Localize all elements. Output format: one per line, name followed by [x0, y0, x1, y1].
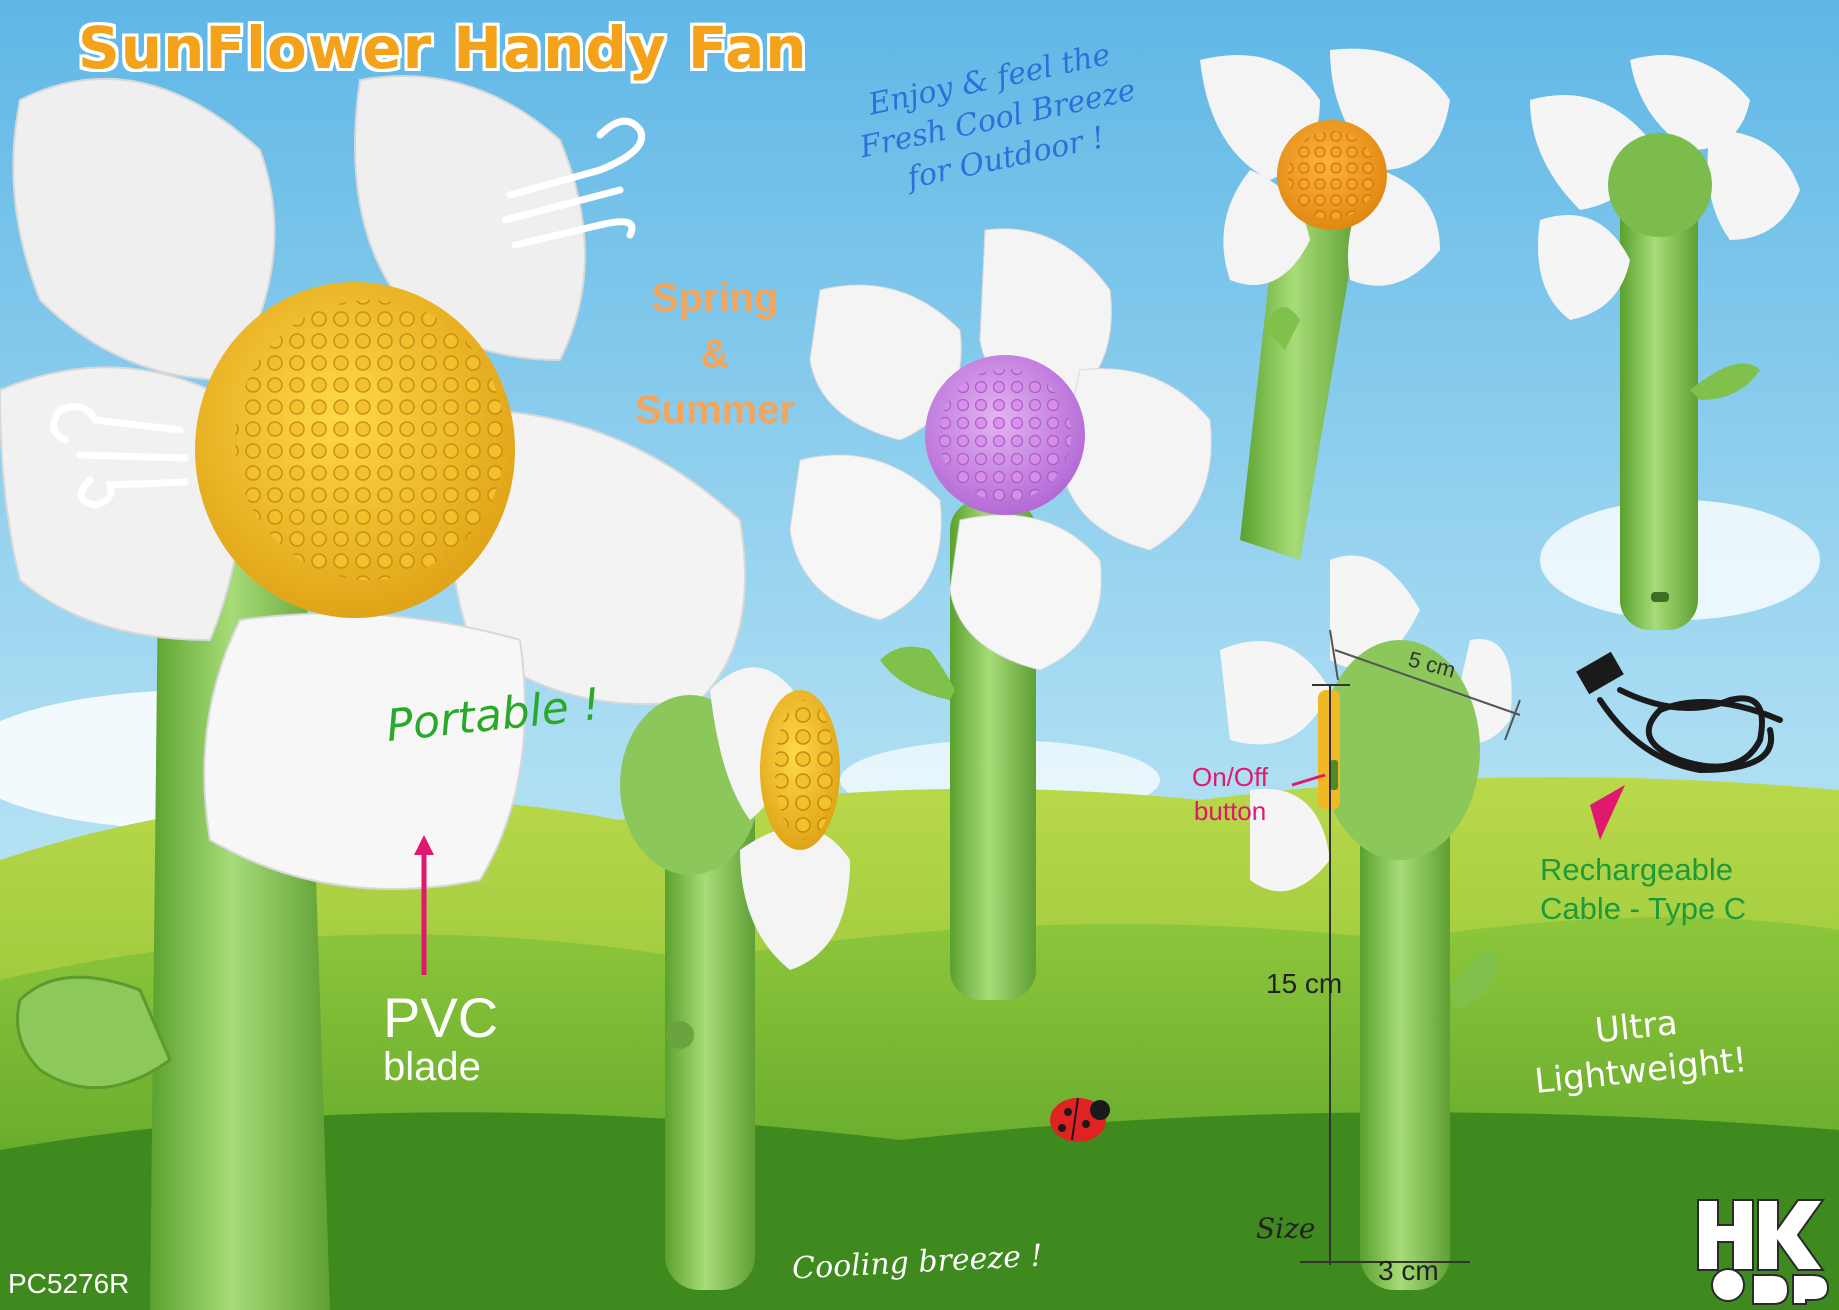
brand-logo — [1697, 1199, 1830, 1305]
motor-head — [1320, 640, 1480, 860]
usb-cable — [1576, 651, 1783, 774]
pvc-arrow-head — [414, 835, 434, 855]
leaf — [1450, 950, 1500, 1010]
stem — [1620, 150, 1698, 630]
dimension-view-fan — [1220, 555, 1521, 1290]
petal — [1059, 368, 1212, 551]
leaf — [1265, 307, 1300, 350]
height-label: 15 cm — [1266, 968, 1343, 999]
orange-center-fan — [1200, 48, 1450, 560]
cable-label: Rechargeable Cable - Type C — [1540, 852, 1747, 926]
size-label: Size — [1256, 1212, 1316, 1245]
fan-center-texture — [1288, 131, 1376, 219]
petal — [1538, 215, 1630, 320]
width-tick — [1504, 699, 1521, 741]
back-view-fan — [1530, 55, 1800, 630]
fan-center-texture — [775, 700, 835, 840]
purple-center-fan — [789, 228, 1212, 1000]
stem — [665, 770, 755, 1290]
onoff-arrow — [1291, 773, 1326, 787]
width-tick — [1329, 629, 1339, 681]
base-label: 3 cm — [1378, 1255, 1439, 1286]
leaf — [1690, 363, 1760, 400]
stem — [1360, 760, 1450, 1290]
petal — [1220, 641, 1330, 745]
petal — [789, 454, 942, 621]
season-label: Spring & Summer — [634, 276, 796, 432]
petal — [1330, 555, 1420, 669]
large-sunflower-fan — [0, 75, 746, 1310]
cable-pointer — [1590, 785, 1625, 840]
width-dimension-line — [1334, 649, 1521, 716]
onoff-label: On/Off button — [1192, 762, 1269, 826]
petal — [740, 827, 850, 970]
usb-port — [1651, 592, 1669, 602]
blade-material-label: PVC — [383, 986, 499, 1049]
product-code: PC5276R — [8, 1268, 130, 1299]
motor-back — [1608, 133, 1712, 237]
wind-icon — [501, 117, 645, 249]
petal — [354, 75, 586, 362]
fan-center-texture — [939, 369, 1071, 501]
leaf — [16, 975, 172, 1090]
side-view-fan — [620, 667, 850, 1290]
wind-icon — [50, 403, 189, 509]
fan-center-texture — [235, 300, 505, 580]
page-title: SunFlower Handy Fan — [78, 14, 808, 82]
petal — [1707, 130, 1800, 240]
leaf — [880, 646, 955, 700]
petal — [1630, 55, 1750, 150]
petal — [203, 612, 526, 890]
petal — [949, 514, 1102, 671]
ladybug-icon — [1050, 1097, 1110, 1142]
onoff-switch — [1330, 760, 1338, 790]
blade-word-label: blade — [383, 1045, 481, 1089]
power-button — [666, 1021, 694, 1049]
petal — [1250, 788, 1330, 892]
